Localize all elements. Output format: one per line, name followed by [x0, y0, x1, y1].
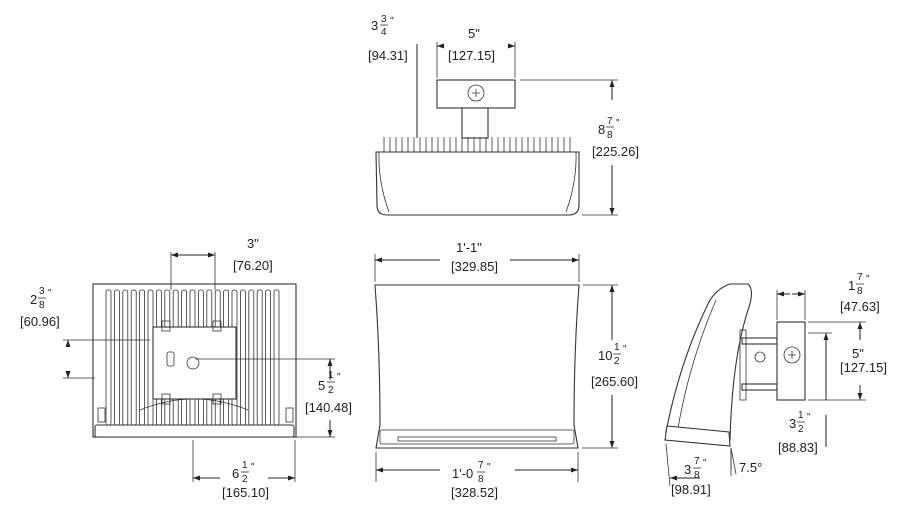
side-bottom-den: 8	[694, 470, 700, 481]
top-depth-label: 3 3 4 " [94.31]	[368, 14, 408, 63]
back-bottom-unit: "	[251, 462, 255, 473]
front-bottom-num: 7	[478, 460, 484, 471]
top-height-den: 8	[607, 130, 613, 141]
top-mount-arm	[461, 107, 489, 139]
back-bracket-num: 1	[328, 370, 334, 381]
top-depth-num: 3	[381, 14, 387, 25]
back-slot-width-metric: [76.20]	[233, 258, 273, 273]
side-mount-bracket	[776, 321, 806, 401]
back-view	[63, 252, 335, 482]
side-arm-num: 7	[857, 272, 863, 283]
side-lower-label: 3 1 2 " [88.83]	[778, 410, 818, 455]
top-height-metric: [225.26]	[592, 144, 639, 159]
top-heat-sink-fins	[383, 137, 571, 152]
front-height-num: 1	[614, 342, 620, 353]
top-width-metric: [127.15]	[448, 48, 495, 63]
top-height-whole: 8	[598, 122, 605, 137]
back-bracket-height-label: 5 1 2 " [140.48]	[305, 370, 352, 415]
back-offset-unit: "	[48, 288, 52, 299]
top-bolt-icon	[467, 84, 485, 102]
side-arm-den: 8	[857, 286, 863, 297]
back-bracket-metric: [140.48]	[305, 400, 352, 415]
back-offset-den: 8	[39, 300, 45, 311]
front-lens	[379, 429, 575, 445]
front-view	[374, 254, 618, 482]
front-bottom-metric: [328.52]	[451, 485, 498, 500]
side-lower-den: 2	[798, 424, 804, 435]
side-bolt-icon	[783, 346, 801, 364]
side-bottom-num: 7	[694, 456, 700, 467]
front-bottom-unit: "	[487, 462, 491, 473]
back-bracket-den: 2	[328, 385, 334, 396]
side-bottom-whole: 3	[684, 462, 691, 477]
side-fixture-body	[665, 283, 753, 441]
top-depth-whole: 3	[371, 18, 378, 33]
top-height-num: 7	[607, 116, 613, 127]
back-bracket-unit: "	[337, 372, 341, 383]
back-center-hole-icon	[186, 356, 200, 370]
side-lower-num: 1	[798, 410, 804, 421]
top-view	[375, 42, 618, 216]
top-depth-den: 4	[381, 27, 387, 38]
front-height-label: 10 1 2 " [265.60]	[591, 342, 638, 389]
side-angle-label: 7.5°	[739, 460, 762, 475]
back-bottom-whole: 6	[232, 466, 239, 481]
top-height-label: 8 7 8 " [225.26]	[592, 116, 639, 159]
side-arm-metric: [47.63]	[840, 299, 880, 314]
side-arm-unit: "	[866, 274, 870, 285]
front-width-label: 1'-1"	[456, 240, 482, 255]
back-slot-width-label: 3"	[247, 236, 259, 251]
front-fixture-body	[374, 284, 580, 449]
front-height-den: 2	[614, 356, 620, 367]
side-bottom-unit: "	[703, 458, 707, 469]
top-fixture-body	[375, 151, 580, 216]
back-bottom-metric: [165.10]	[222, 485, 269, 500]
front-height-whole: 10	[598, 348, 612, 363]
side-bottom-metric: [98.91]	[671, 482, 711, 497]
side-lower-metric: [88.83]	[778, 440, 818, 455]
front-height-unit: "	[623, 344, 627, 355]
back-offset-whole: 2	[30, 292, 37, 307]
front-bottom-den: 8	[478, 474, 484, 485]
side-bracket-height-label: 5"	[852, 346, 864, 361]
top-depth-unit: "	[390, 16, 394, 27]
side-view	[664, 283, 866, 487]
top-height-unit: "	[616, 118, 620, 129]
side-bracket-height-metric: [127.15]	[840, 360, 887, 375]
back-mounting-plate	[152, 326, 237, 400]
back-offset-metric: [60.96]	[20, 314, 60, 329]
top-depth-metric: [94.31]	[368, 48, 408, 63]
side-arm-width-label: 1 7 8 " [47.63]	[840, 272, 880, 314]
back-offset-label: 2 3 8 " [60.96]	[20, 286, 60, 329]
back-offset-num: 3	[39, 286, 45, 297]
side-lens	[664, 425, 731, 447]
front-bottom-width-label: 1'-0 7 8 " [328.52]	[451, 460, 498, 500]
front-height-metric: [265.60]	[591, 374, 638, 389]
side-lower-unit: "	[807, 412, 811, 423]
back-bottom-num: 1	[242, 460, 248, 471]
top-width-label: 5"	[468, 26, 480, 41]
side-bottom-depth-label: 3 7 8 " [98.91]	[671, 456, 711, 497]
front-bottom-whole: 1'-0	[452, 466, 473, 481]
side-lower-whole: 3	[789, 416, 796, 431]
side-arm-whole: 1	[848, 278, 855, 293]
back-bottom-width-label: 6 1 2 " [165.10]	[222, 460, 269, 500]
back-bracket-whole: 5	[318, 378, 325, 393]
front-width-metric: [329.85]	[451, 259, 498, 274]
back-bottom-den: 2	[242, 474, 248, 485]
